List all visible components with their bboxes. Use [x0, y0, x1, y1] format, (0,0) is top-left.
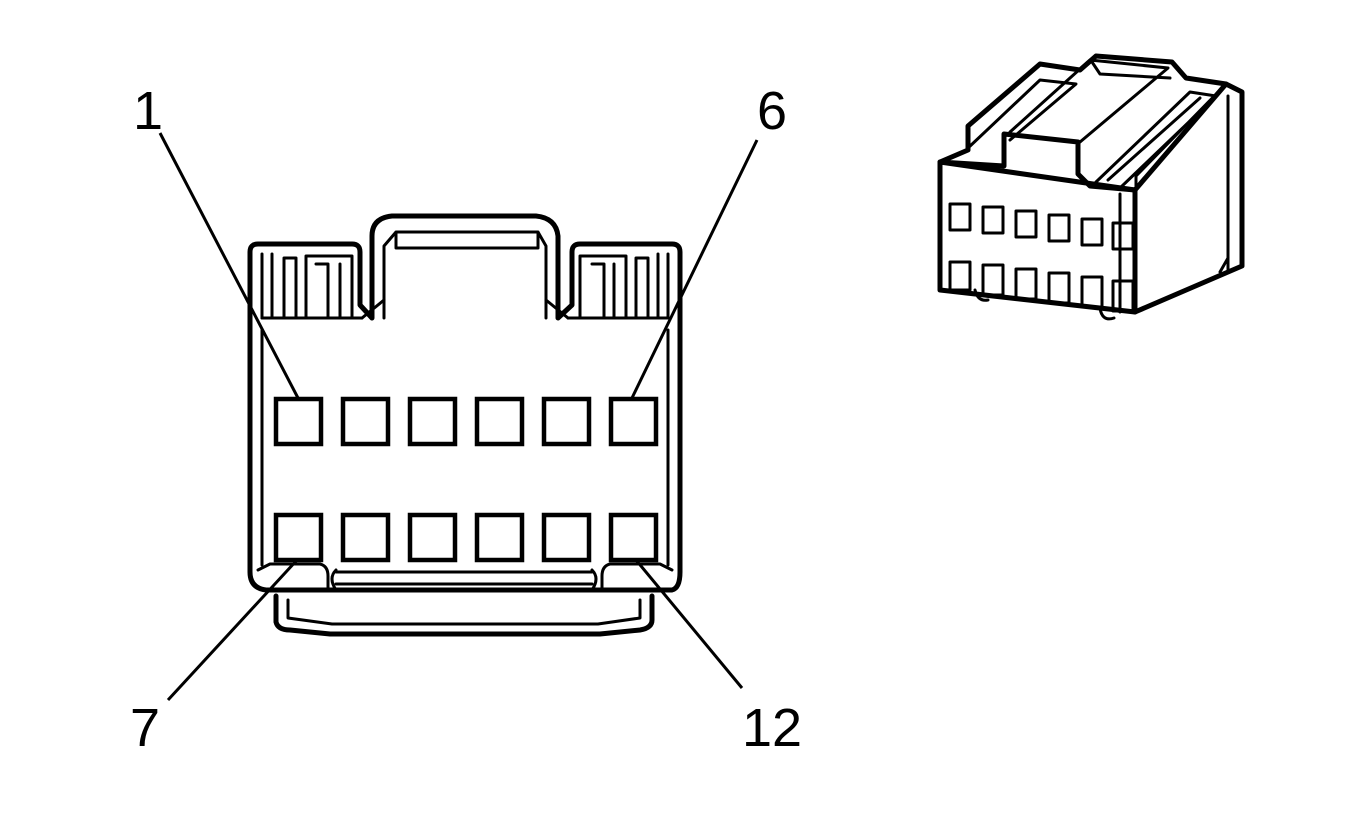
- iso-latch-top: [1008, 58, 1172, 144]
- cavity-10: [474, 512, 525, 563]
- housing-body: [247, 315, 683, 593]
- cavity-12: [608, 512, 659, 563]
- iso-cavity-9: [1014, 267, 1038, 301]
- iso-cavity-2: [981, 205, 1005, 235]
- cavity-11: [541, 512, 592, 563]
- iso-cavity-10: [1047, 271, 1071, 305]
- connector-front-view: [247, 213, 683, 637]
- connector-isometric-view: [937, 53, 1245, 321]
- cavity-7: [273, 512, 324, 563]
- iso-cavity-8: [981, 263, 1005, 297]
- cavity-2: [340, 396, 391, 447]
- iso-top-surface: [937, 53, 1229, 193]
- iso-cavity-7: [948, 260, 972, 292]
- cavity-row-top: [273, 396, 659, 447]
- cavity-1: [273, 396, 324, 447]
- pin-label-7: 7: [130, 698, 160, 758]
- iso-cavity-6: [1111, 221, 1135, 251]
- iso-cavity-1: [948, 202, 972, 232]
- pin-label-12: 12: [742, 698, 802, 758]
- cavity-6: [608, 396, 659, 447]
- pin-label-6: 6: [757, 81, 787, 141]
- cavity-9: [407, 512, 458, 563]
- iso-cavity-12: [1111, 279, 1135, 313]
- iso-side-face: [1132, 81, 1245, 315]
- iso-side-detail: [1118, 94, 1230, 314]
- iso-cavity-row-bottom: [948, 260, 1135, 313]
- iso-cavity-3: [1014, 209, 1038, 239]
- housing-top-edge: [247, 213, 683, 321]
- bottom-rail: [256, 562, 674, 592]
- iso-cavity-row-top: [948, 202, 1135, 251]
- leader-line-7: [166, 558, 299, 702]
- iso-latch-rails: [966, 78, 1228, 192]
- housing-inner-wall: [260, 328, 670, 567]
- cavity-row-bottom: [273, 512, 659, 563]
- iso-cavity-11: [1080, 275, 1104, 309]
- leader-line-6: [630, 139, 759, 399]
- cavity-3: [407, 396, 458, 447]
- leader-line-12: [634, 559, 744, 689]
- cavity-5: [541, 396, 592, 447]
- center-latch: [382, 230, 548, 320]
- pin-label-1: 1: [133, 81, 163, 141]
- bottom-skirt-inner: [286, 598, 642, 626]
- iso-feet: [973, 256, 1230, 321]
- leader-line-1: [158, 132, 300, 399]
- iso-cavity-5: [1080, 217, 1104, 247]
- bottom-skirt: [273, 593, 655, 637]
- cavity-4: [474, 396, 525, 447]
- left-ribs: [260, 252, 354, 320]
- iso-cavity-4: [1047, 213, 1071, 243]
- cavity-8: [340, 512, 391, 563]
- right-ribs: [578, 252, 670, 320]
- latch-slope: [360, 298, 570, 320]
